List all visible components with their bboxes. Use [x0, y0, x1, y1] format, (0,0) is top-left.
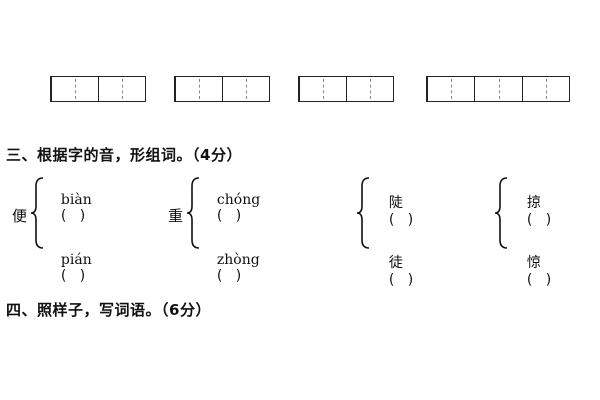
answer-blank[interactable]: ( ) [526, 212, 552, 228]
brace-icon [356, 177, 370, 249]
grid-cell[interactable] [522, 76, 570, 102]
group1-bottom-pinyin: pián [60, 252, 92, 268]
group2-top-line: chóng ( ) [208, 176, 260, 224]
group3-bottom-char: 徒 [388, 255, 403, 271]
group2-top-pinyin: chóng [216, 192, 261, 208]
group3-top-line: 陡 ( ) [380, 176, 413, 228]
answer-blank[interactable]: ( ) [216, 268, 242, 284]
answer-blank[interactable]: ( ) [388, 212, 414, 228]
section3-title: 三、根据字的音，形组词。（4分） [6, 146, 242, 164]
group2-bottom-pinyin: zhòng [216, 252, 260, 268]
answer-blank[interactable]: ( ) [388, 272, 414, 288]
group3-top-char: 陡 [388, 195, 403, 211]
group4-bottom-char: 惊 [526, 255, 541, 271]
group3-bottom-line: 徒 ( ) [380, 236, 413, 288]
group2-bottom-line: zhòng ( ) [208, 236, 260, 284]
grid-cell[interactable] [174, 76, 222, 102]
group4-top-line: 掠 ( ) [518, 176, 551, 228]
grid-cell[interactable] [474, 76, 522, 102]
writing-grid-2[interactable] [174, 76, 270, 102]
brace-icon [30, 177, 44, 249]
grid-cell[interactable] [98, 76, 146, 102]
grid-cell[interactable] [298, 76, 346, 102]
answer-blank[interactable]: ( ) [526, 272, 552, 288]
group4-top-char: 掠 [526, 195, 541, 211]
answer-blank[interactable]: ( ) [216, 208, 242, 224]
group2-char: 重 [168, 207, 184, 225]
grid-cell[interactable] [222, 76, 270, 102]
group1-char: 便 [12, 207, 28, 225]
group4-bottom-line: 惊 ( ) [518, 236, 551, 288]
group1-bottom-line: pián ( ) [52, 236, 92, 284]
answer-blank[interactable]: ( ) [60, 268, 86, 284]
group1-top-pinyin: biàn [60, 192, 92, 208]
grid-cell[interactable] [50, 76, 98, 102]
group1-top-line: biàn ( ) [52, 176, 92, 224]
brace-icon [494, 177, 508, 249]
section4-title: 四、照样子，写词语。（6分） [6, 301, 211, 319]
answer-blank[interactable]: ( ) [60, 208, 86, 224]
brace-icon [186, 177, 200, 249]
grid-cell[interactable] [426, 76, 474, 102]
writing-grid-3[interactable] [298, 76, 394, 102]
writing-grid-4[interactable] [426, 76, 570, 102]
grid-cell[interactable] [346, 76, 394, 102]
writing-grid-1[interactable] [50, 76, 146, 102]
